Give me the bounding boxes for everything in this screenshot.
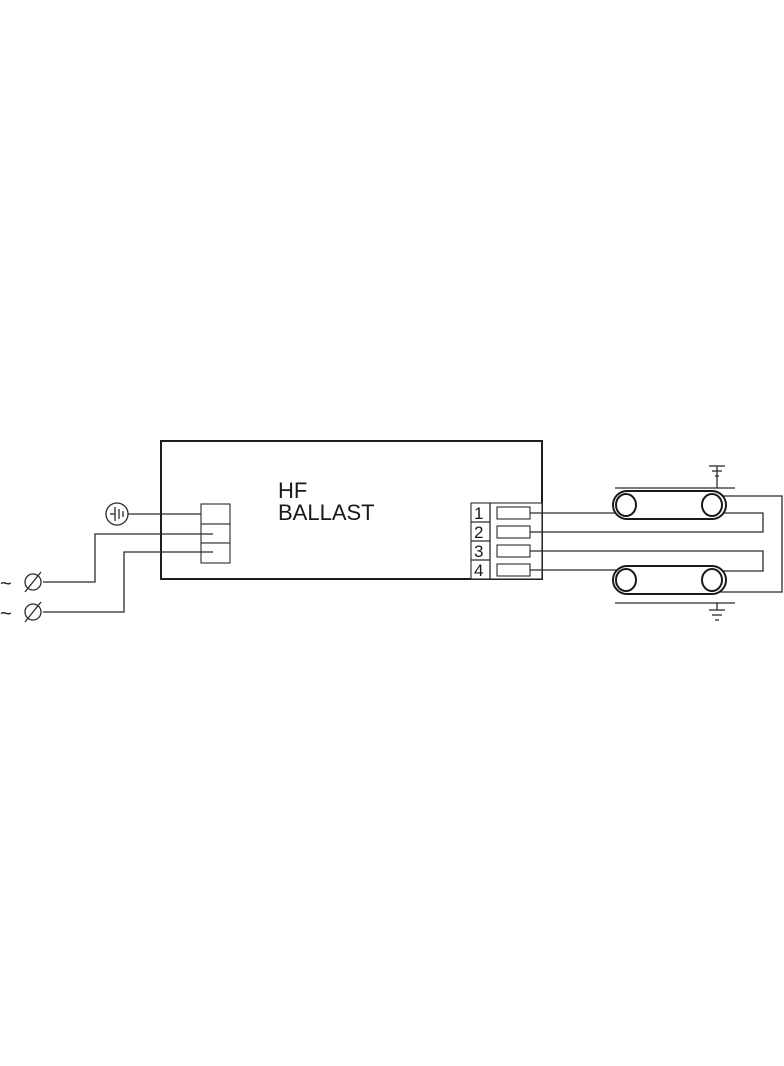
output-terminal-slot-2: [496, 525, 531, 539]
mains-symbol-neutral: ~: [0, 603, 12, 625]
output-terminal-slot-3: [496, 544, 531, 558]
terminal-number-3: 3: [474, 542, 483, 561]
ballast-label-hf: HF: [278, 478, 307, 503]
ballast-label-ballast: BALLAST: [278, 500, 375, 525]
slashed-circle-terminal-icon: [24, 571, 42, 593]
terminal-number-2: 2: [474, 523, 483, 542]
output-terminal-slot-1: [496, 506, 531, 520]
output-terminal-block: [470, 502, 543, 580]
wire-3: [530, 550, 764, 572]
mains-symbol-live: ~: [0, 573, 12, 595]
earth-ground-circle-icon: [105, 502, 129, 526]
ground-icon: [709, 603, 725, 621]
input-terminal-neutral: [200, 542, 231, 564]
wire-2: [530, 512, 764, 533]
fluorescent-lamp-upper: [612, 487, 735, 520]
input-terminal-earth: [200, 503, 231, 525]
output-terminal-slot-4: [496, 563, 531, 577]
input-terminal-block: [200, 503, 231, 564]
terminal-number-4: 4: [474, 561, 483, 580]
fluorescent-lamp-lower: [612, 565, 735, 604]
slashed-circle-terminal-icon: [24, 601, 42, 623]
lamp-series-link: [712, 495, 783, 593]
mains-wire-neutral: [43, 551, 213, 613]
mains-wire-live: [43, 533, 213, 583]
terminal-number-1: 1: [474, 504, 483, 523]
ground-icon: [709, 465, 725, 488]
